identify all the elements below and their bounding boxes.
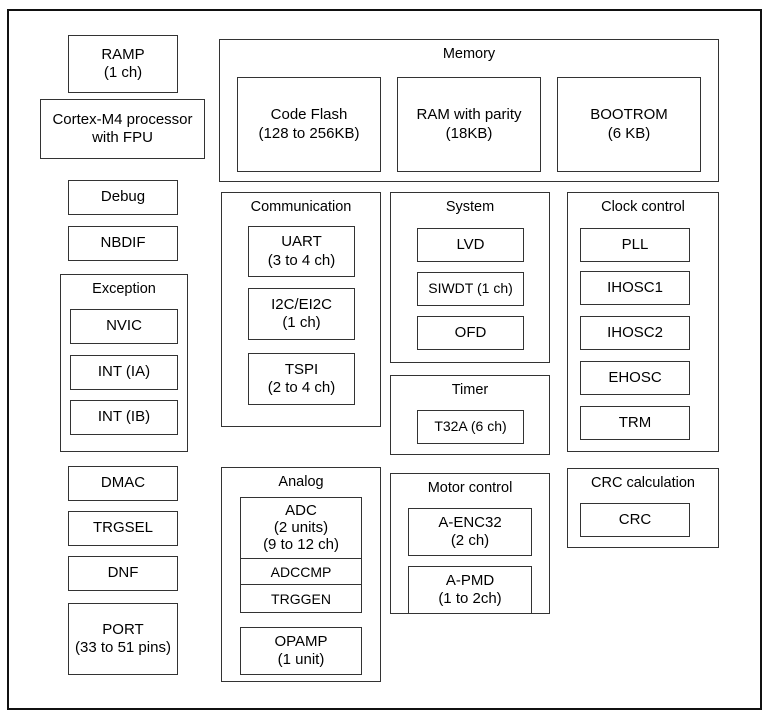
- block-int-ib: INT (IB): [70, 400, 178, 435]
- block-dnf-label: DNF: [107, 564, 139, 582]
- block-crc: CRC: [580, 503, 690, 537]
- block-trm: TRM: [580, 406, 690, 440]
- block-debug-label: Debug: [100, 188, 146, 206]
- block-code-flash: Code Flash (128 to 256KB): [237, 77, 381, 172]
- block-siwdt-label: SIWDT (1 ch): [428, 280, 513, 297]
- block-tspi-label: TSPI (2 to 4 ch): [267, 360, 336, 396]
- block-a-enc32: A-ENC32 (2 ch): [408, 508, 532, 556]
- block-ram-with-parity: RAM with parity (18KB): [397, 77, 541, 172]
- block-a-pmd-label: A-PMD (1 to 2ch): [438, 571, 502, 607]
- block-ehosc-label: EHOSC: [608, 368, 662, 386]
- block-bootrom-label: BOOTROM (6 KB): [590, 106, 668, 142]
- block-code-flash-label: Code Flash (128 to 256KB): [258, 106, 360, 142]
- block-ofd-label: OFD: [454, 323, 487, 341]
- block-int-ia-label: INT (IA): [97, 363, 151, 381]
- group-communication-label: Communication: [250, 199, 352, 215]
- block-adc-label: ADC (2 units) (9 to 12 ch): [263, 502, 339, 554]
- block-nvic: NVIC: [70, 309, 178, 344]
- block-opamp-label: OPAMP (1 unit): [274, 632, 328, 668]
- block-bootrom: BOOTROM (6 KB): [557, 77, 701, 172]
- group-crc-calculation-label: CRC calculation: [591, 475, 695, 491]
- block-trgsel: TRGSEL: [68, 511, 178, 546]
- block-int-ib-label: INT (IB): [97, 408, 151, 426]
- block-adccmp-label: ADCCMP: [270, 563, 332, 580]
- block-pll-label: PLL: [621, 235, 649, 253]
- block-trm-label: TRM: [618, 413, 652, 431]
- block-port: PORT (33 to 51 pins): [68, 603, 178, 675]
- block-uart-label: UART (3 to 4 ch): [267, 233, 336, 269]
- group-timer-label: Timer: [451, 382, 489, 398]
- group-analog-label: Analog: [278, 474, 324, 490]
- block-i2c-ei2c: I2C/EI2C (1 ch): [248, 288, 355, 340]
- block-crc-label: CRC: [618, 510, 652, 528]
- block-cortex-m4-label: Cortex-M4 processor with FPU: [52, 110, 193, 146]
- block-uart: UART (3 to 4 ch): [248, 226, 355, 277]
- block-ramp-label: RAMP (1 ch): [101, 45, 145, 81]
- group-motor-control-label: Motor control: [427, 480, 513, 496]
- block-ramp: RAMP (1 ch): [68, 35, 178, 93]
- block-ihosc2: IHOSC2: [580, 316, 690, 350]
- block-a-pmd: A-PMD (1 to 2ch): [408, 566, 532, 614]
- block-i2c-ei2c-label: I2C/EI2C (1 ch): [271, 295, 332, 331]
- block-adccmp: ADCCMP: [241, 558, 361, 586]
- block-trggen: TRGGEN: [241, 585, 361, 613]
- block-siwdt: SIWDT (1 ch): [417, 272, 524, 306]
- block-ihosc1-label: IHOSC1: [607, 278, 663, 296]
- block-tspi: TSPI (2 to 4 ch): [248, 353, 355, 405]
- block-lvd-label: LVD: [456, 235, 485, 253]
- block-trggen-label: TRGGEN: [271, 590, 331, 607]
- block-nbdif: NBDIF: [68, 226, 178, 261]
- group-memory-label: Memory: [442, 46, 496, 62]
- block-a-enc32-label: A-ENC32 (2 ch): [438, 513, 502, 549]
- block-int-ia: INT (IA): [70, 355, 178, 390]
- block-nvic-label: NVIC: [106, 317, 142, 335]
- block-dmac-label: DMAC: [100, 474, 146, 492]
- group-system-label: System: [445, 199, 495, 215]
- block-adc: ADC (2 units) (9 to 12 ch): [241, 498, 361, 559]
- block-adc-stack: ADC (2 units) (9 to 12 ch) ADCCMP TRGGEN: [240, 497, 362, 613]
- block-ram-with-parity-label: RAM with parity (18KB): [416, 106, 522, 142]
- block-debug: Debug: [68, 180, 178, 215]
- block-t32a: T32A (6 ch): [417, 410, 524, 444]
- block-opamp: OPAMP (1 unit): [240, 627, 362, 675]
- block-lvd: LVD: [417, 228, 524, 262]
- block-port-label: PORT (33 to 51 pins): [75, 620, 171, 656]
- block-ofd: OFD: [417, 316, 524, 350]
- block-trgsel-label: TRGSEL: [92, 519, 153, 537]
- block-pll: PLL: [580, 228, 690, 262]
- block-nbdif-label: NBDIF: [100, 234, 146, 252]
- block-cortex-m4: Cortex-M4 processor with FPU: [40, 99, 205, 159]
- block-dnf: DNF: [68, 556, 178, 591]
- group-exception-label: Exception: [92, 281, 156, 297]
- block-ihosc1: IHOSC1: [580, 271, 690, 305]
- block-t32a-label: T32A (6 ch): [434, 418, 507, 435]
- block-ihosc2-label: IHOSC2: [607, 323, 663, 341]
- block-ehosc: EHOSC: [580, 361, 690, 395]
- block-dmac: DMAC: [68, 466, 178, 501]
- group-clock-control-label: Clock control: [601, 199, 685, 215]
